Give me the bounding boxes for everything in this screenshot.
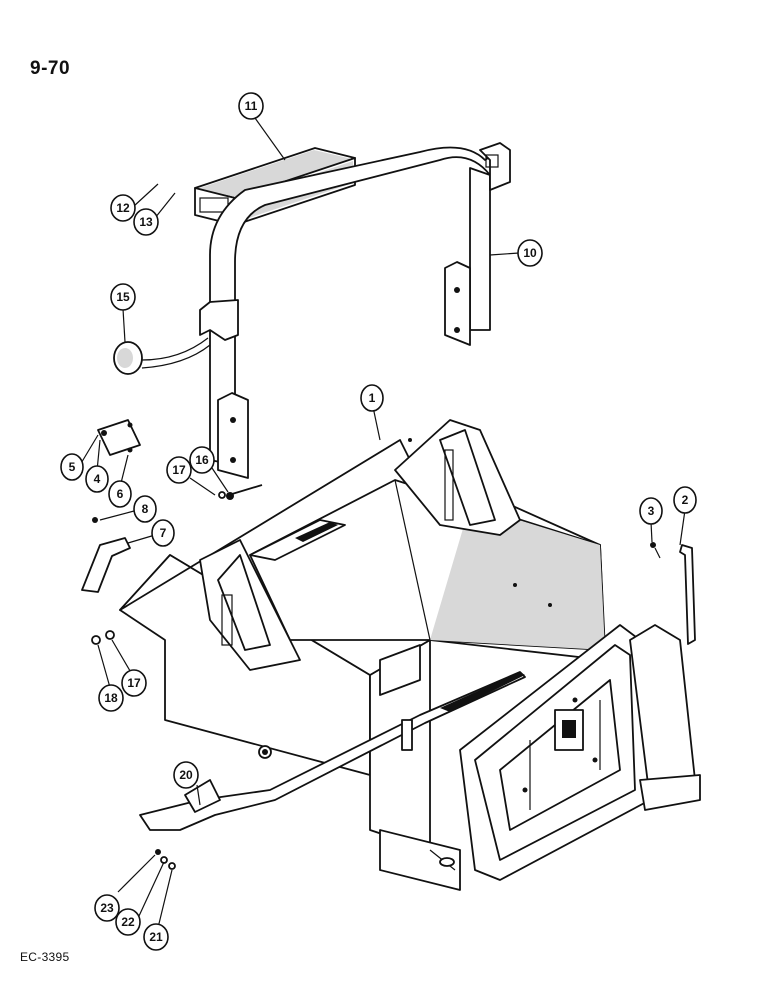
callout-13: 13: [133, 208, 159, 236]
callout-1: 1: [360, 384, 384, 412]
callout-17-upper: 17: [166, 456, 192, 484]
callout-6: 6: [108, 480, 132, 508]
part-4-plate: [97, 419, 141, 456]
callout-label: 10: [523, 246, 537, 260]
callout-label: 23: [100, 901, 114, 915]
part-3-bolt: [650, 542, 661, 559]
callout-label: 4: [94, 472, 101, 486]
callout-label: 13: [139, 215, 153, 229]
callout-12: 12: [110, 194, 136, 222]
part-7-bracket: [81, 517, 131, 593]
callout-label: 18: [104, 691, 118, 705]
callout-label: 21: [149, 930, 163, 944]
callout-3: 3: [639, 497, 663, 525]
figure-code: EC-3395: [20, 950, 70, 964]
part-2-rod: [679, 544, 696, 645]
callout-label: 11: [245, 99, 258, 113]
callout-7: 7: [151, 519, 175, 547]
callout-label: 1: [369, 391, 376, 405]
parts-21-23-hardware: [155, 849, 176, 870]
callout-18: 18: [98, 684, 124, 712]
callout-2: 2: [673, 486, 697, 514]
callout-label: 7: [160, 526, 167, 540]
part-10-frame: [199, 142, 511, 479]
callout-22: 22: [115, 908, 141, 936]
callout-label: 3: [648, 504, 655, 518]
callout-21: 21: [143, 923, 169, 951]
callout-11: 11: [238, 92, 264, 120]
callout-label: 5: [69, 460, 76, 474]
callout-label: 17: [172, 463, 186, 477]
callout-label: 6: [117, 487, 124, 501]
callout-label: 20: [179, 768, 193, 782]
page-number: 9-70: [30, 58, 71, 79]
callout-label: 15: [116, 290, 130, 304]
callout-15: 15: [110, 283, 136, 311]
callout-label: 22: [121, 915, 135, 929]
part-15-plug: [113, 337, 211, 375]
callout-label: 8: [142, 502, 149, 516]
callout-label: 16: [195, 453, 209, 467]
callout-label: 12: [116, 201, 130, 215]
callout-20: 20: [173, 761, 199, 789]
part-18-nut: [91, 630, 115, 645]
callout-label: 17: [127, 676, 141, 690]
part-16-bolt: [218, 484, 263, 500]
part-20-strap: [139, 671, 526, 831]
callout-8: 8: [133, 495, 157, 523]
callout-17-lower: 17: [121, 669, 147, 697]
callout-16: 16: [189, 446, 215, 474]
callout-23: 23: [94, 894, 120, 922]
leader-lines: [79, 117, 686, 937]
part-1-main-frame: [119, 419, 606, 891]
callout-4: 4: [85, 465, 109, 493]
callout-label: 2: [682, 493, 689, 507]
callout-10: 10: [517, 239, 543, 267]
rear-hitch-plate: [459, 624, 701, 881]
callout-5: 5: [60, 453, 84, 481]
